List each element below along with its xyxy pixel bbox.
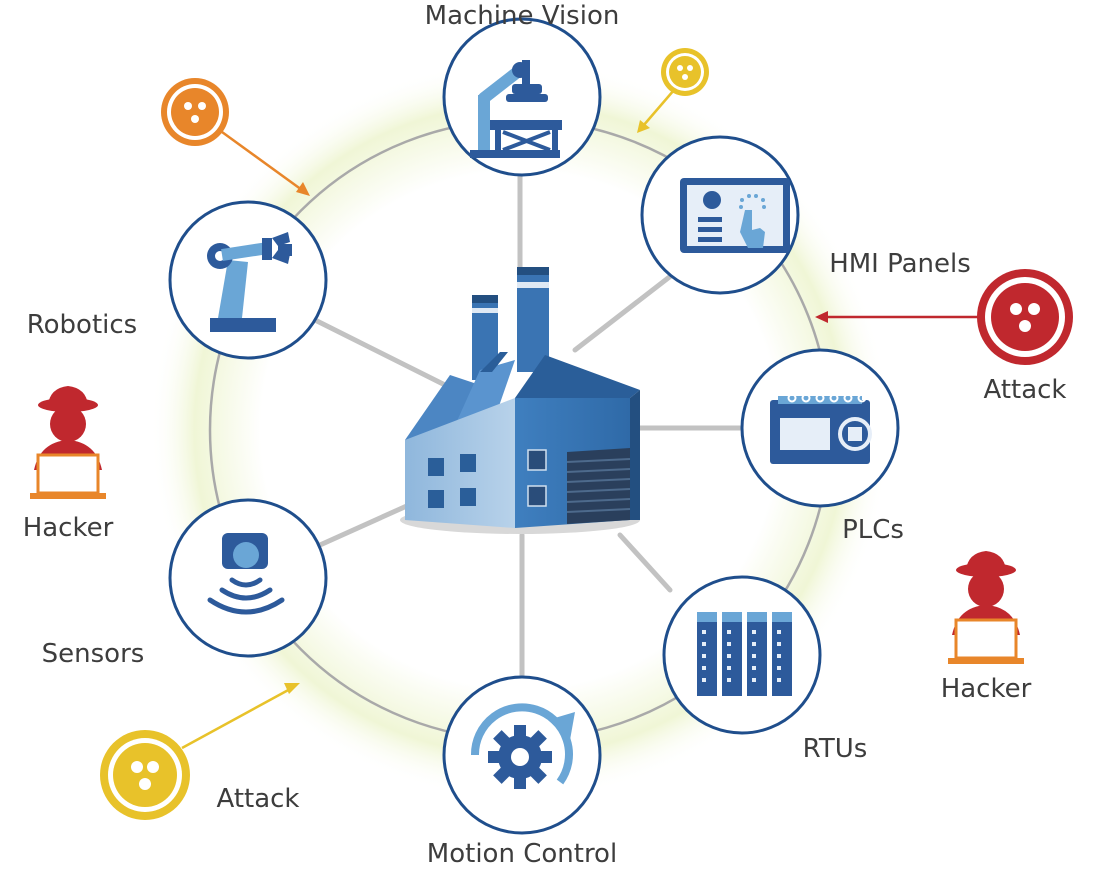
attack-arrow-head — [815, 311, 828, 323]
robot-arm-icon — [207, 232, 292, 332]
node-motion-control — [442, 675, 602, 835]
label-attack-right: Attack — [983, 375, 1066, 405]
attack-orange — [161, 78, 310, 196]
plc-module-icon — [770, 393, 872, 464]
attack-arrow-head — [296, 182, 310, 196]
attack-arrow-line — [181, 686, 293, 750]
label-sensors: Sensors — [42, 639, 145, 669]
hacker-laptop-icon — [948, 551, 1024, 664]
label-hmi-panels: HMI Panels — [829, 249, 971, 279]
label-hacker-left: Hacker — [23, 513, 114, 543]
attack-arrow-head — [284, 683, 300, 694]
hacker-left — [30, 386, 106, 499]
spoke-rtus — [617, 532, 673, 593]
gear-rotation-icon — [470, 703, 575, 789]
label-robotics: Robotics — [27, 310, 137, 340]
attack-red — [815, 269, 1073, 365]
spoke-robotics — [312, 317, 448, 388]
hmi-touch-panel-icon — [680, 178, 790, 253]
attack-yellow-top — [637, 48, 709, 133]
label-attack-bottom-left: Attack — [216, 784, 299, 814]
label-rtus: RTUs — [803, 734, 868, 764]
label-plcs: PLCs — [842, 515, 904, 545]
node-plcs — [740, 348, 900, 508]
node-hmi-panels — [640, 135, 800, 295]
node-robotics — [168, 200, 328, 360]
rtu-rack-icon — [697, 612, 792, 696]
hacker-right — [948, 551, 1024, 664]
node-machine-vision — [442, 17, 602, 177]
attack-yellow-bottom — [100, 683, 300, 820]
label-hacker-right: Hacker — [941, 674, 1032, 704]
attack-arrow-line — [642, 89, 675, 127]
label-machine-vision: Machine Vision — [425, 1, 620, 31]
spoke-hmi — [572, 272, 675, 353]
attack-arrow-head — [637, 120, 650, 133]
label-motion-control: Motion Control — [427, 839, 617, 869]
spokes — [312, 167, 758, 683]
machine-vision-icon — [470, 60, 562, 158]
factory-icon — [405, 267, 640, 528]
proximity-sensor-icon — [207, 533, 285, 615]
hacker-laptop-icon — [30, 386, 106, 499]
spoke-sensors — [317, 497, 423, 548]
node-sensors — [168, 498, 328, 658]
node-rtus — [662, 575, 822, 735]
attack-arrow-line — [221, 130, 303, 192]
